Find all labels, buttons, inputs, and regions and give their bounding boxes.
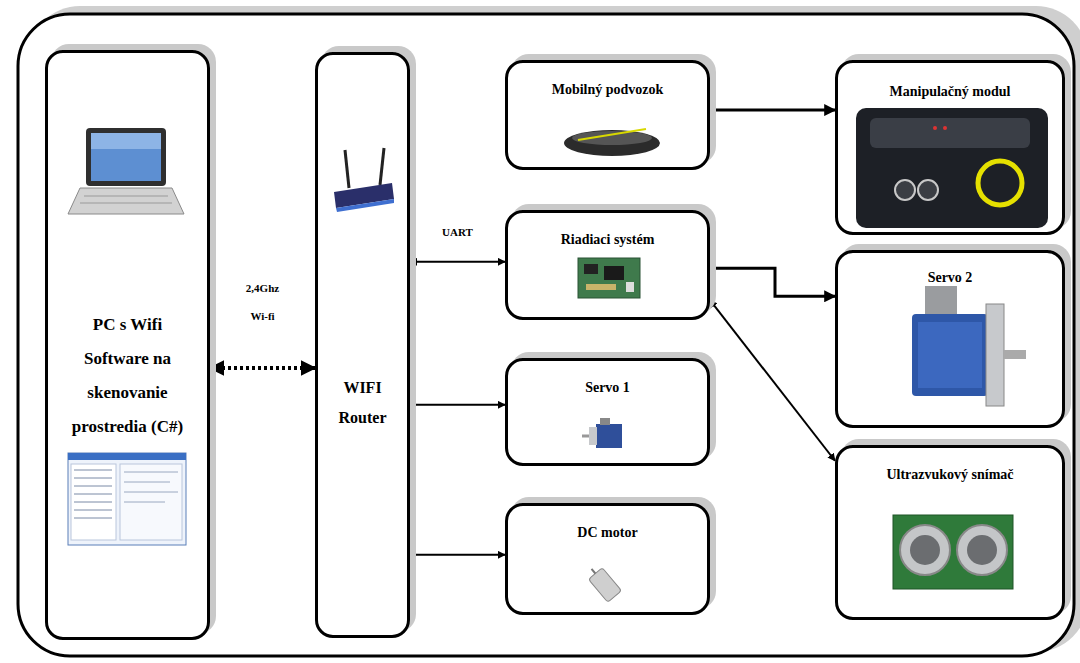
manipulator-photo [856,108,1048,228]
drawing-part [74,486,112,487]
drawing-part [80,203,172,204]
drawing-part [74,518,112,519]
drawing-part [68,453,186,545]
connector-arrow [710,300,835,461]
drawing-part [74,478,112,479]
component-box: Manipulačný modul [835,60,1065,235]
drawing-part [91,133,161,149]
drawing-part [564,130,660,156]
component-box: Ultrazvukový snímač [835,445,1065,620]
servo-large [912,286,1026,406]
connector-arrow [410,554,505,556]
drawing-part [124,472,178,473]
component-box: DC motor [505,503,710,615]
drawing-part [91,133,161,181]
drawing-part [870,118,1030,148]
drawing-part [71,464,116,540]
component-label: Riadiaci systém [515,231,700,249]
component-label: DC motor [515,524,700,542]
drawing-part [912,314,988,396]
drawing-part [893,515,1013,589]
drawing-part [592,569,596,574]
component-label: PC s Wifi Software na skenovanie prostre… [72,308,184,444]
component-box: Riadiaci systém [505,210,710,320]
drawing-part [957,525,1007,575]
component-box: Mobilný podvozok [505,60,710,170]
drawing-part [933,126,937,130]
chassis-photo [564,129,660,156]
drawing-part [68,188,184,214]
drawing-part [336,199,394,212]
laptop-icon [68,128,184,214]
drawing-part [74,470,112,471]
drawing-part [943,126,947,130]
drawing-part [582,435,589,438]
drawing-part [918,180,938,200]
drawing-part [74,510,112,511]
connector-label: 2,4Ghz Wi-fi [235,273,291,332]
drawing-part [600,418,610,425]
drawing-part [900,525,950,575]
drawing-part [578,129,646,140]
connector-arrow [410,404,505,406]
connector-label: UART [440,217,475,248]
drawing-part [586,284,616,290]
component-label: Manipulačný modul [845,83,1055,101]
ultrasonic-board [893,515,1013,589]
drawing-part [584,264,598,274]
component-label: WIFI Router [332,373,394,434]
component-label: Mobilný podvozok [515,81,700,99]
dc-motor-icon [585,563,622,602]
drawing-part [380,148,384,185]
drawing-part [1004,350,1026,359]
servo-small [582,418,622,448]
control-board [578,258,640,298]
software-screenshot [68,453,186,545]
component-label: Servo 1 [515,379,700,397]
connector-arrow [710,109,835,112]
component-label: Servo 2 [845,269,1055,287]
drawing-part [626,282,634,292]
drawing-part [572,131,652,145]
drawing-part [895,180,915,200]
connector-arrow [210,366,315,370]
drawing-part [925,286,957,316]
drawing-part [856,108,1048,228]
drawing-part [68,453,186,460]
drawing-part [578,258,640,298]
drawing-part [967,535,997,565]
drawing-part [596,424,622,448]
drawing-part [84,196,168,197]
router-icon [334,148,394,212]
component-box: WIFI Router [315,52,410,638]
drawing-part [918,322,982,388]
connector-arrow [410,261,505,263]
drawing-part [86,128,166,186]
drawing-part [986,304,1004,406]
component-box: Servo 2 [835,250,1065,428]
frame-border [18,14,1074,656]
drawing-part [910,535,940,565]
drawing-part [120,464,182,540]
drawing-part [345,150,349,188]
drawing-part [604,266,624,280]
component-box: PC s Wifi Software na skenovanie prostre… [45,50,210,640]
drawing-part [124,482,170,483]
connector-arrow [710,268,835,296]
component-box: Servo 1 [505,358,710,466]
component-label: Ultrazvukový snímač [845,466,1055,484]
drawing-part [124,502,165,503]
drawing-part [124,492,178,493]
drawing-part [589,427,597,445]
drawing-part [978,161,1022,205]
drawing-part [74,494,112,495]
drawing-part [74,502,112,503]
drawing-part [588,568,621,603]
